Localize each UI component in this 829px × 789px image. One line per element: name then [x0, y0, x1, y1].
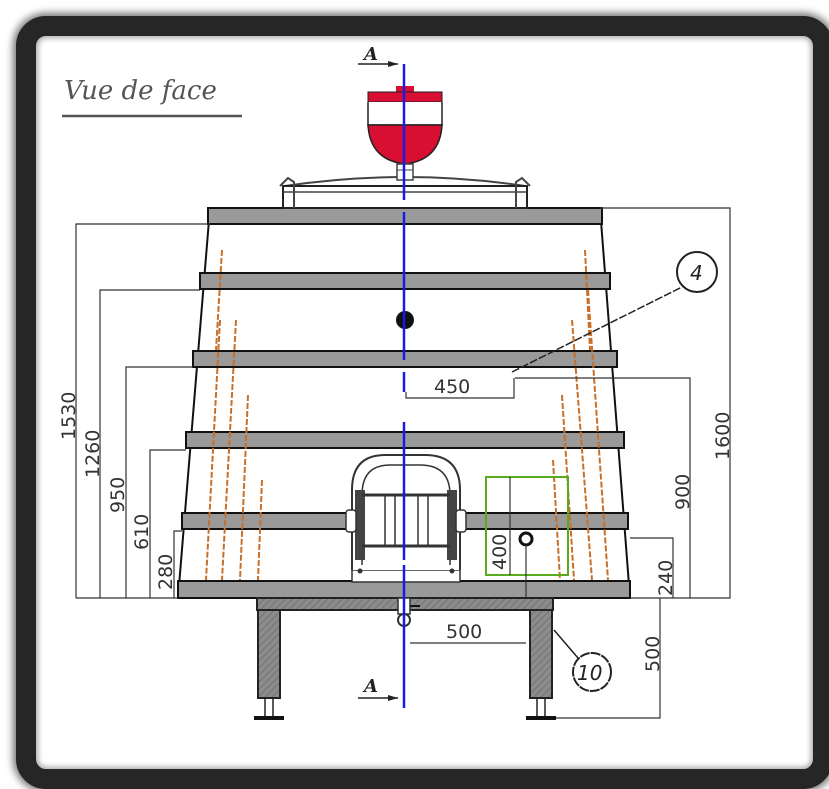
- section-marker-top: A: [358, 44, 398, 67]
- dimension-500: 500: [410, 621, 526, 644]
- callout-4: 4: [511, 251, 718, 373]
- view-title: Vue de face: [62, 76, 242, 118]
- svg-text:240: 240: [655, 560, 677, 596]
- svg-text:10: 10: [577, 661, 602, 685]
- svg-text:500: 500: [446, 621, 482, 643]
- manhole-door: [345, 454, 467, 583]
- callout-10: 10: [553, 629, 612, 692]
- svg-text:A: A: [362, 676, 378, 697]
- svg-text:4: 4: [690, 261, 703, 285]
- svg-text:500: 500: [642, 636, 664, 672]
- svg-text:950: 950: [107, 477, 129, 513]
- right-dimensions: [515, 207, 731, 719]
- svg-text:Vue de face: Vue de face: [64, 76, 217, 106]
- svg-text:400: 400: [489, 534, 511, 570]
- svg-text:450: 450: [434, 376, 470, 398]
- svg-text:280: 280: [155, 554, 177, 590]
- svg-text:610: 610: [131, 514, 153, 550]
- svg-text:1260: 1260: [82, 430, 104, 478]
- level-indicator-box: 400: [485, 476, 569, 610]
- svg-text:A: A: [362, 44, 378, 65]
- dimension-450: 450: [405, 376, 515, 399]
- support-stand: [254, 597, 556, 720]
- left-dimensions: [75, 223, 210, 599]
- svg-text:1530: 1530: [58, 392, 80, 440]
- svg-text:900: 900: [672, 474, 694, 510]
- svg-text:1600: 1600: [712, 412, 734, 460]
- stave-lines-left: [205, 249, 263, 581]
- section-marker-bottom: A: [358, 676, 398, 701]
